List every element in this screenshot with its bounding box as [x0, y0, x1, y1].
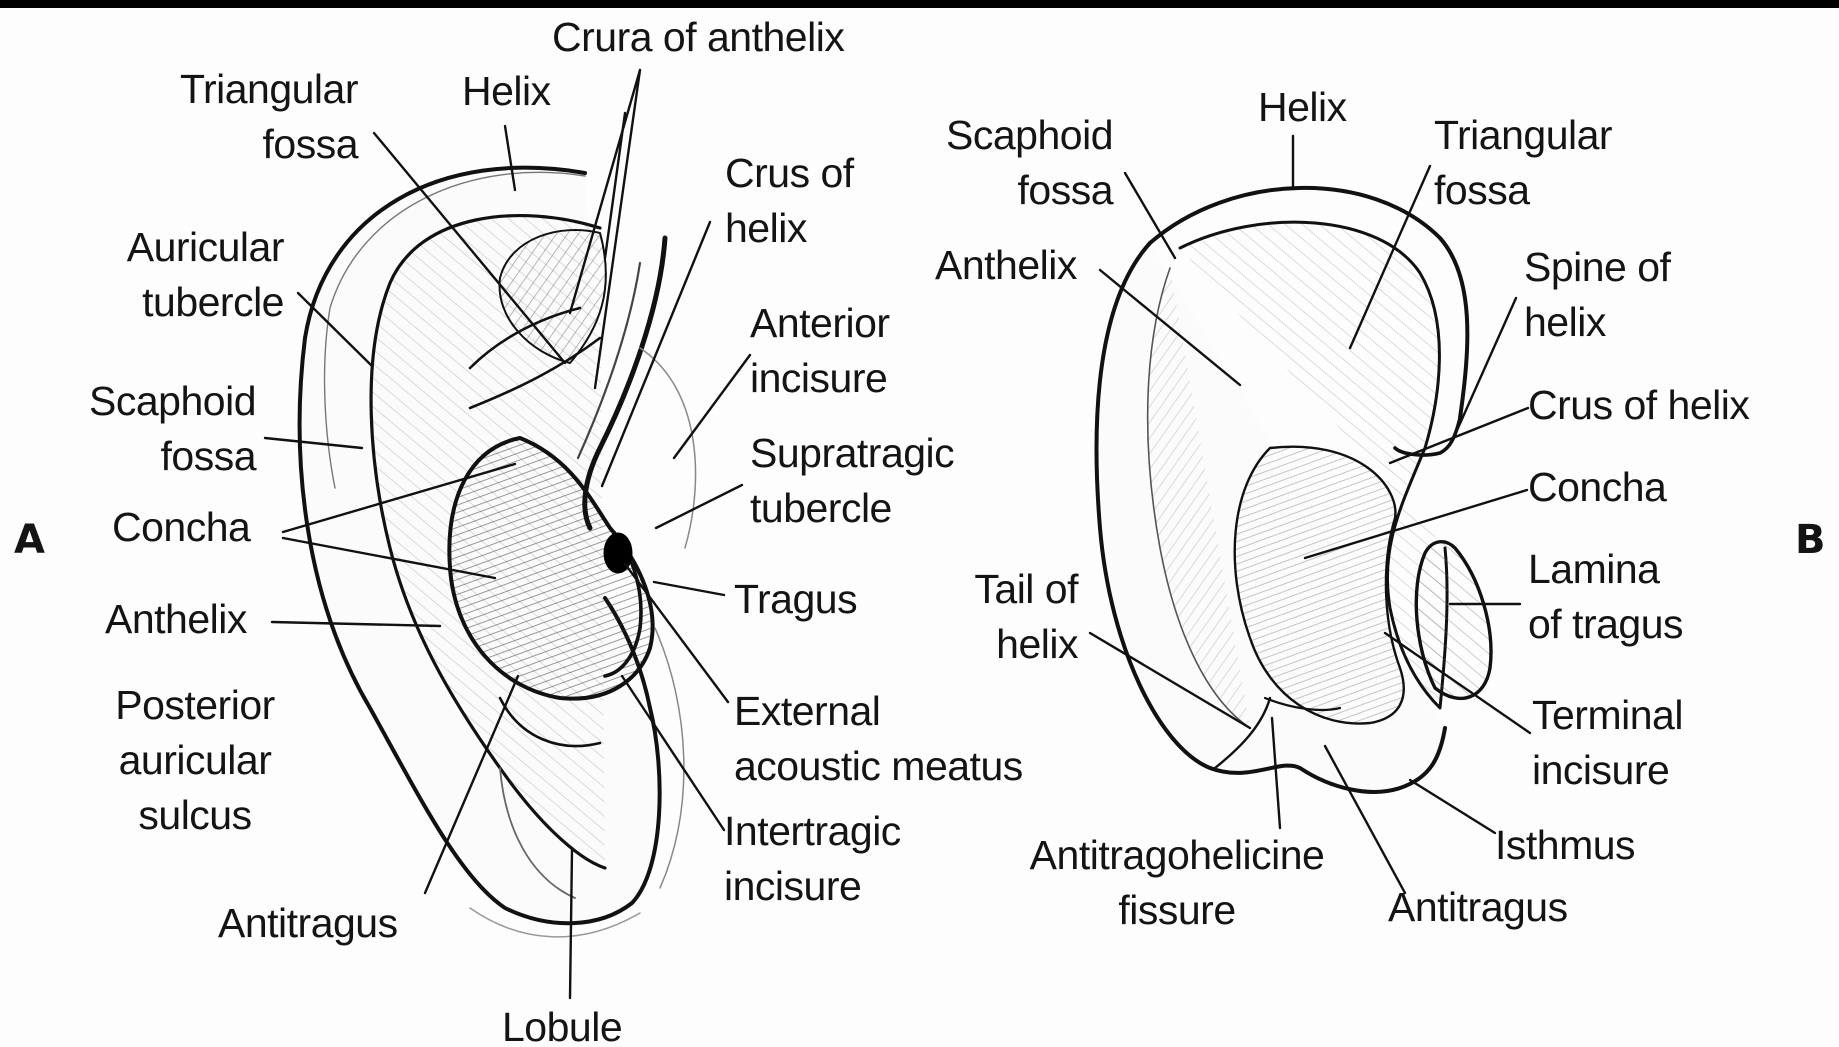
leader-a-crura-1 — [595, 70, 640, 388]
label-a-concha: Concha — [112, 500, 250, 555]
ear-b-drawing — [1097, 188, 1491, 792]
label-b-concha: Concha — [1528, 460, 1666, 515]
label-b-helix: Helix — [1258, 80, 1347, 135]
label-a-crus-of-helix: Crus of helix — [725, 146, 854, 256]
label-a-auricular-tubercle: Auricular tubercle — [70, 220, 284, 330]
label-b-antitragohelicine-fissure: Antitragohelicine fissure — [1012, 828, 1342, 938]
label-b-antitragus: Antitragus — [1388, 880, 1568, 935]
label-a-external-acoustic-meatus: External acoustic meatus — [734, 684, 1023, 794]
label-a-lobule: Lobule — [502, 1000, 622, 1047]
leader-a-tragus — [654, 582, 724, 595]
leader-a-supratragic — [656, 485, 742, 528]
label-b-lamina-of-tragus: Lamina of tragus — [1528, 542, 1683, 652]
label-b-crus-of-helix: Crus of helix — [1528, 378, 1749, 433]
label-a-antitragus: Antitragus — [218, 896, 398, 951]
label-b-terminal-incisure: Terminal incisure — [1532, 688, 1683, 798]
label-b-anthelix: Anthelix — [935, 238, 1077, 293]
label-b-scaphoid-fossa: Scaphoid fossa — [905, 108, 1113, 218]
figure-panel: A B Crura of anthelix Triangular fossa H… — [0, 8, 1839, 1047]
panel-b-letter: B — [1795, 516, 1825, 564]
leader-b-isthmus — [1410, 780, 1495, 833]
ear-b-lamina-of-tragus — [1416, 542, 1491, 699]
label-a-posterior-auricular-sulcus: Posterior auricular sulcus — [95, 678, 295, 843]
panel-a-letter: A — [14, 516, 44, 564]
label-b-triangular-fossa: Triangular fossa — [1434, 108, 1612, 218]
label-a-triangular-fossa: Triangular fossa — [140, 62, 358, 172]
label-a-tragus: Tragus — [734, 572, 857, 627]
label-a-crura-of-anthelix: Crura of anthelix — [552, 10, 844, 65]
label-a-anthelix: Anthelix — [105, 592, 247, 647]
label-b-spine-of-helix: Spine of helix — [1524, 240, 1670, 350]
label-b-isthmus: Isthmus — [1495, 818, 1635, 873]
label-a-supratragic-tubercle: Supratragic tubercle — [750, 426, 954, 536]
label-a-anterior-incisure: Anterior incisure — [750, 296, 890, 406]
leader-a-crura-3 — [605, 113, 625, 258]
label-b-tail-of-helix: Tail of helix — [930, 562, 1078, 672]
label-a-helix: Helix — [462, 64, 551, 119]
label-a-scaphoid-fossa: Scaphoid fossa — [60, 374, 256, 484]
label-a-intertragic-incisure: Intertragic incisure — [724, 804, 901, 914]
